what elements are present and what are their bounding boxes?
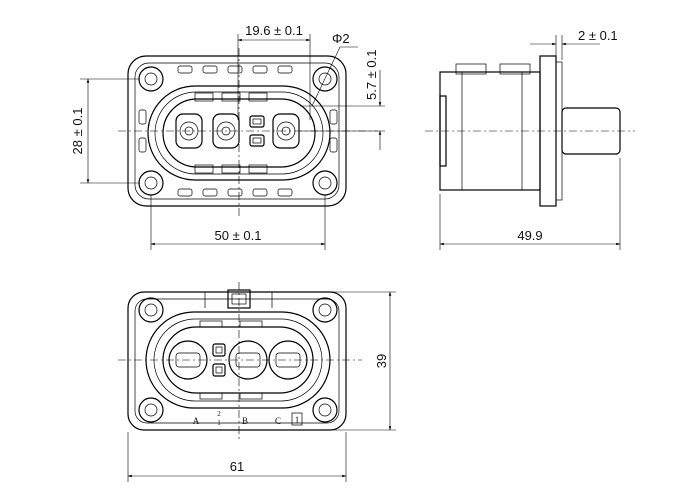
front-mounting-hole-top-right bbox=[312, 297, 338, 323]
pin-label-a: A bbox=[193, 416, 200, 426]
top-view: 19.6 ± 0.1 Φ2 5.7 ± 0.1 28 ± 0.1 50 ± 0.… bbox=[70, 23, 385, 250]
pin-label-aux-top: 2 bbox=[217, 410, 221, 418]
pin-label-marker: 1 bbox=[295, 415, 300, 425]
mounting-hole-top-right bbox=[312, 66, 338, 92]
mounting-hole-bottom-right bbox=[312, 170, 338, 196]
dim-hole-horizontal-spacing: 50 ± 0.1 bbox=[215, 228, 262, 243]
dim-front-width: 61 bbox=[230, 459, 244, 474]
dim-hole-vertical-spacing: 28 ± 0.1 bbox=[70, 108, 85, 155]
front-mounting-hole-top-left bbox=[138, 297, 164, 323]
pin-label-c: C bbox=[275, 416, 281, 426]
dim-pin-height: 5.7 ± 0.1 bbox=[364, 49, 379, 100]
dim-flange-thickness: 2 ± 0.1 bbox=[578, 28, 618, 43]
top-view-aux-pins bbox=[249, 115, 265, 147]
front-view-flange bbox=[127, 291, 347, 431]
front-view: A 2 1 B C 1 39 61 bbox=[118, 282, 396, 482]
dim-pin-pitch: 19.6 ± 0.1 bbox=[245, 23, 303, 38]
front-mounting-hole-bottom-left bbox=[138, 397, 164, 423]
mounting-hole-bottom-left bbox=[138, 170, 164, 196]
side-view: 2 ± 0.1 49.9 bbox=[425, 28, 635, 250]
front-mounting-hole-bottom-right bbox=[312, 397, 338, 423]
pin-label-aux-bottom: 1 bbox=[217, 419, 221, 427]
dim-side-length: 49.9 bbox=[517, 228, 542, 243]
dim-hole-diameter: Φ2 bbox=[332, 31, 350, 46]
mounting-hole-top-left bbox=[138, 66, 164, 92]
front-aux-pins bbox=[212, 343, 226, 377]
dim-front-height: 39 bbox=[374, 354, 389, 368]
pin-label-b: B bbox=[242, 416, 248, 426]
